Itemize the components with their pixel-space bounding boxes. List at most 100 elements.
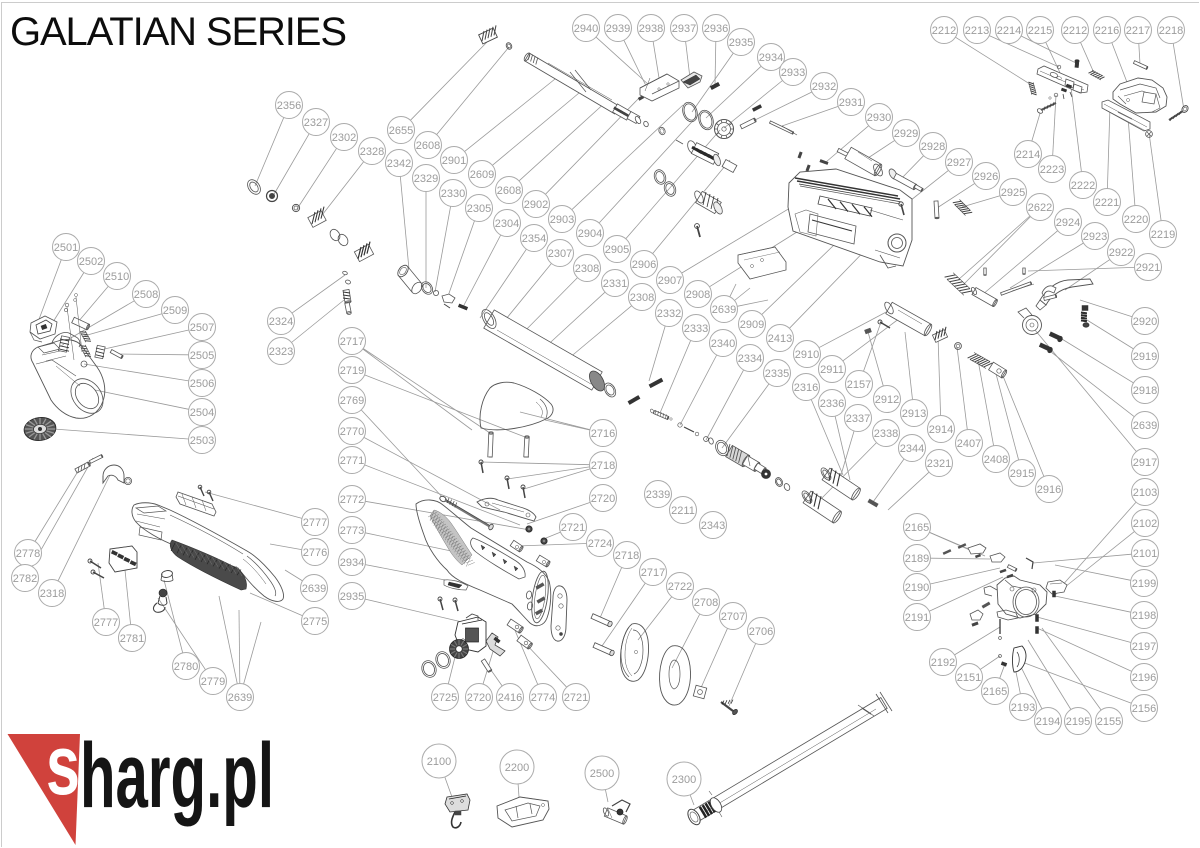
svg-text:2195: 2195 — [1066, 716, 1090, 728]
svg-text:2916: 2916 — [1037, 484, 1061, 496]
svg-text:2308: 2308 — [630, 292, 654, 304]
svg-text:2165: 2165 — [905, 522, 929, 534]
svg-text:2321: 2321 — [927, 458, 951, 470]
svg-text:2903: 2903 — [550, 214, 574, 226]
svg-text:2334: 2334 — [738, 353, 762, 365]
svg-text:2914: 2914 — [929, 424, 953, 436]
svg-text:2716: 2716 — [591, 428, 615, 440]
svg-text:2335: 2335 — [765, 368, 789, 380]
svg-text:2507: 2507 — [190, 322, 214, 334]
svg-text:2721: 2721 — [564, 692, 588, 704]
svg-text:2213: 2213 — [965, 25, 989, 37]
svg-text:2908: 2908 — [686, 289, 710, 301]
svg-text:2924: 2924 — [1056, 217, 1080, 229]
svg-text:2931: 2931 — [839, 97, 863, 109]
svg-text:2917: 2917 — [1133, 457, 1157, 469]
svg-text:2779: 2779 — [201, 676, 225, 688]
svg-text:2934: 2934 — [759, 52, 783, 64]
svg-text:2909: 2909 — [740, 319, 764, 331]
svg-text:2218: 2218 — [1159, 25, 1183, 37]
svg-text:2190: 2190 — [905, 582, 929, 594]
svg-text:2724: 2724 — [588, 538, 612, 550]
svg-text:2639: 2639 — [228, 692, 252, 704]
svg-text:2717: 2717 — [340, 336, 364, 348]
svg-text:2777: 2777 — [303, 517, 327, 529]
svg-text:2354: 2354 — [522, 233, 546, 245]
svg-text:2770: 2770 — [340, 426, 364, 438]
svg-text:2501: 2501 — [54, 242, 78, 254]
svg-text:2938: 2938 — [639, 23, 663, 35]
svg-text:2913: 2913 — [902, 408, 926, 420]
svg-text:2718: 2718 — [591, 460, 615, 472]
svg-text:2510: 2510 — [105, 271, 129, 283]
svg-text:2929: 2929 — [894, 128, 918, 140]
svg-text:2901: 2901 — [442, 155, 466, 167]
svg-text:2772: 2772 — [340, 494, 364, 506]
svg-text:2342: 2342 — [387, 158, 411, 170]
svg-text:2939: 2939 — [606, 23, 630, 35]
svg-text:2189: 2189 — [905, 553, 929, 565]
svg-text:2609: 2609 — [470, 169, 494, 181]
svg-text:2922: 2922 — [1109, 247, 1133, 259]
svg-text:2344: 2344 — [900, 443, 924, 455]
svg-text:2509: 2509 — [163, 305, 187, 317]
svg-text:2214: 2214 — [997, 25, 1021, 37]
svg-text:2337: 2337 — [846, 413, 870, 425]
svg-text:2220: 2220 — [1124, 214, 1148, 226]
svg-text:2919: 2919 — [1133, 351, 1157, 363]
svg-text:2932: 2932 — [812, 81, 836, 93]
svg-text:2323: 2323 — [269, 346, 293, 358]
svg-text:2339: 2339 — [646, 489, 670, 501]
svg-text:2905: 2905 — [605, 244, 629, 256]
svg-text:2608: 2608 — [497, 185, 521, 197]
svg-text:2307: 2307 — [548, 248, 572, 260]
svg-text:2200: 2200 — [505, 762, 529, 774]
svg-text:2343: 2343 — [701, 520, 725, 532]
svg-text:2720: 2720 — [467, 692, 491, 704]
svg-text:2318: 2318 — [40, 588, 64, 600]
svg-text:2103: 2103 — [1133, 487, 1157, 499]
svg-text:2926: 2926 — [974, 171, 998, 183]
svg-text:2773: 2773 — [340, 525, 364, 537]
svg-text:2212: 2212 — [1063, 25, 1087, 37]
svg-text:2782: 2782 — [13, 573, 37, 585]
svg-text:2639: 2639 — [1133, 420, 1157, 432]
svg-text:2329: 2329 — [414, 173, 438, 185]
svg-text:2416: 2416 — [498, 692, 522, 704]
svg-text:2197: 2197 — [1132, 641, 1156, 653]
svg-text:2193: 2193 — [1011, 702, 1035, 714]
svg-text:2506: 2506 — [190, 378, 214, 390]
svg-text:2927: 2927 — [947, 157, 971, 169]
svg-text:2780: 2780 — [174, 661, 198, 673]
svg-text:2211: 2211 — [671, 505, 695, 517]
svg-text:2912: 2912 — [875, 394, 899, 406]
svg-text:2328: 2328 — [360, 146, 384, 158]
svg-text:2906: 2906 — [632, 259, 656, 271]
svg-text:2781: 2781 — [120, 633, 144, 645]
svg-text:2769: 2769 — [340, 395, 364, 407]
svg-text:2214: 2214 — [1016, 149, 1040, 161]
svg-text:2340: 2340 — [711, 338, 735, 350]
svg-text:2221: 2221 — [1095, 197, 1119, 209]
svg-text:2639: 2639 — [302, 583, 326, 595]
svg-text:2102: 2102 — [1133, 518, 1157, 530]
svg-text:2413: 2413 — [768, 333, 792, 345]
svg-text:2935: 2935 — [729, 37, 753, 49]
svg-text:2500: 2500 — [590, 768, 614, 780]
svg-text:2934: 2934 — [340, 557, 364, 569]
svg-text:2920: 2920 — [1133, 316, 1157, 328]
svg-text:2778: 2778 — [16, 548, 40, 560]
svg-text:2910: 2910 — [795, 349, 819, 361]
svg-text:2708: 2708 — [694, 597, 718, 609]
svg-text:2774: 2774 — [531, 692, 555, 704]
svg-text:2930: 2930 — [867, 112, 891, 124]
svg-text:s: s — [46, 718, 80, 812]
svg-text:2918: 2918 — [1133, 385, 1157, 397]
svg-text:2608: 2608 — [416, 140, 440, 152]
svg-text:2300: 2300 — [672, 774, 696, 786]
svg-text:2915: 2915 — [1010, 468, 1034, 480]
svg-text:2902: 2902 — [524, 199, 548, 211]
svg-text:2165: 2165 — [983, 686, 1007, 698]
svg-text:2921: 2921 — [1136, 262, 1160, 274]
svg-text:2777: 2777 — [94, 617, 118, 629]
